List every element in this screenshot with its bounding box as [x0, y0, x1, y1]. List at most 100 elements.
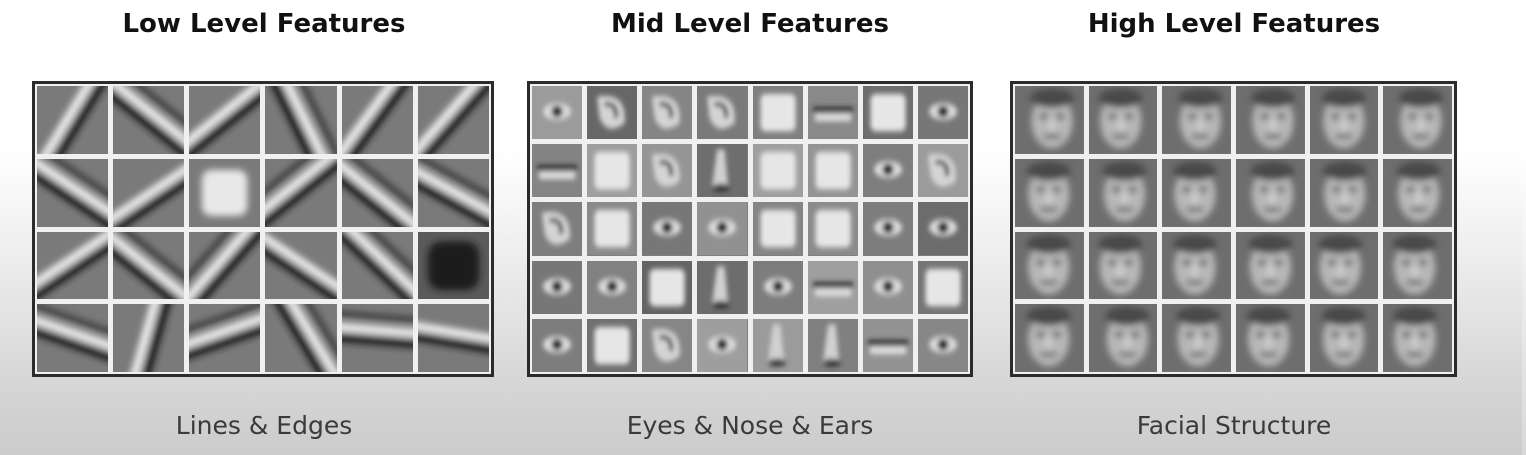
edge-filter-tile	[265, 231, 337, 300]
face-part-filter-tile	[532, 318, 583, 372]
face-filter-tile	[1015, 158, 1084, 227]
face-part-filter-tile	[862, 260, 913, 314]
face-part-filter-tile	[917, 86, 968, 140]
edge-filter-tile	[341, 86, 413, 154]
face-part-filter-tile	[917, 202, 968, 256]
face-part-filter-tile	[642, 86, 693, 140]
face-part-filter-tile	[587, 86, 638, 140]
face-part-filter-tile	[807, 144, 858, 198]
edge-filter-tile	[113, 158, 185, 227]
face-part-filter-tile	[807, 86, 858, 140]
face-filter-tile	[1015, 231, 1084, 300]
face-part-filter-tile	[917, 144, 968, 198]
face-filter-tile	[1309, 86, 1379, 154]
edge-filter-tile	[341, 231, 413, 300]
edge-filter-tile	[265, 86, 337, 154]
edge-filter-tile	[113, 86, 185, 154]
low-level-features-panel	[32, 81, 494, 377]
face-part-filter-tile	[532, 144, 583, 198]
face-part-filter-tile	[587, 144, 638, 198]
face-part-filter-tile	[532, 86, 583, 140]
face-part-filter-tile	[862, 144, 913, 198]
right-edge-strip	[1522, 0, 1526, 455]
edge-filter-tile	[417, 231, 489, 300]
face-part-filter-tile	[697, 86, 748, 140]
panel-title-high-level: High Level Features	[1087, 9, 1381, 39]
low-level-filter-grid	[35, 84, 491, 374]
face-part-filter-tile	[642, 318, 693, 372]
face-part-filter-tile	[807, 260, 858, 314]
face-filter-tile	[1235, 231, 1305, 300]
face-filter-tile	[1162, 86, 1231, 154]
edge-filter-tile	[417, 304, 489, 372]
edge-filter-tile	[417, 86, 489, 154]
face-part-filter-tile	[752, 318, 803, 372]
face-part-filter-tile	[587, 260, 638, 314]
panel-caption-high-level: Facial Structure	[1136, 411, 1332, 440]
face-part-filter-tile	[752, 86, 803, 140]
edge-filter-tile	[37, 231, 109, 300]
face-filter-tile	[1235, 86, 1305, 154]
face-part-filter-tile	[587, 202, 638, 256]
edge-filter-tile	[341, 304, 413, 372]
face-filter-tile	[1309, 231, 1379, 300]
face-filter-tile	[1162, 231, 1231, 300]
face-filter-tile	[1235, 304, 1305, 372]
edge-filter-tile	[265, 304, 337, 372]
face-part-filter-tile	[697, 318, 748, 372]
face-part-filter-tile	[862, 202, 913, 256]
face-part-filter-tile	[752, 202, 803, 256]
face-filter-tile	[1162, 304, 1231, 372]
high-level-features-panel	[1010, 81, 1457, 377]
edge-filter-tile	[189, 86, 261, 154]
edge-filter-tile	[37, 86, 109, 154]
face-filter-tile	[1015, 86, 1084, 154]
face-part-filter-tile	[697, 144, 748, 198]
edge-filter-tile	[341, 158, 413, 227]
face-filter-tile	[1383, 158, 1452, 227]
face-part-filter-tile	[697, 202, 748, 256]
face-filter-tile	[1088, 86, 1158, 154]
edge-filter-tile	[113, 231, 185, 300]
edge-filter-tile	[189, 158, 261, 227]
panel-caption-mid-level: Eyes & Nose & Ears	[626, 411, 874, 440]
edge-filter-tile	[189, 304, 261, 372]
face-filter-tile	[1383, 86, 1452, 154]
face-part-filter-tile	[752, 144, 803, 198]
face-filter-tile	[1383, 231, 1452, 300]
face-part-filter-tile	[642, 202, 693, 256]
face-part-filter-tile	[752, 260, 803, 314]
face-filter-tile	[1309, 158, 1379, 227]
face-filter-tile	[1088, 231, 1158, 300]
panel-caption-low-level: Lines & Edges	[175, 411, 353, 440]
face-filter-tile	[1162, 158, 1231, 227]
face-filter-tile	[1015, 304, 1084, 372]
panel-title-mid-level: Mid Level Features	[611, 9, 889, 39]
face-part-filter-tile	[862, 86, 913, 140]
face-part-filter-tile	[587, 318, 638, 372]
face-part-filter-tile	[807, 318, 858, 372]
edge-filter-tile	[265, 158, 337, 227]
edge-filter-tile	[37, 304, 109, 372]
edge-filter-tile	[37, 158, 109, 227]
face-part-filter-tile	[532, 260, 583, 314]
face-part-filter-tile	[917, 260, 968, 314]
face-filter-tile	[1088, 304, 1158, 372]
edge-filter-tile	[113, 304, 185, 372]
face-filter-tile	[1309, 304, 1379, 372]
face-filter-tile	[1088, 158, 1158, 227]
panel-title-low-level: Low Level Features	[122, 9, 406, 39]
face-part-filter-tile	[917, 318, 968, 372]
mid-level-features-panel	[527, 81, 973, 377]
face-part-filter-tile	[642, 260, 693, 314]
face-filter-tile	[1383, 304, 1452, 372]
face-part-filter-tile	[532, 202, 583, 256]
face-part-filter-tile	[807, 202, 858, 256]
face-part-filter-tile	[697, 260, 748, 314]
edge-filter-tile	[417, 158, 489, 227]
face-filter-tile	[1235, 158, 1305, 227]
face-part-filter-tile	[642, 144, 693, 198]
edge-filter-tile	[189, 231, 261, 300]
mid-level-filter-grid	[530, 84, 970, 374]
high-level-filter-grid	[1013, 84, 1454, 374]
